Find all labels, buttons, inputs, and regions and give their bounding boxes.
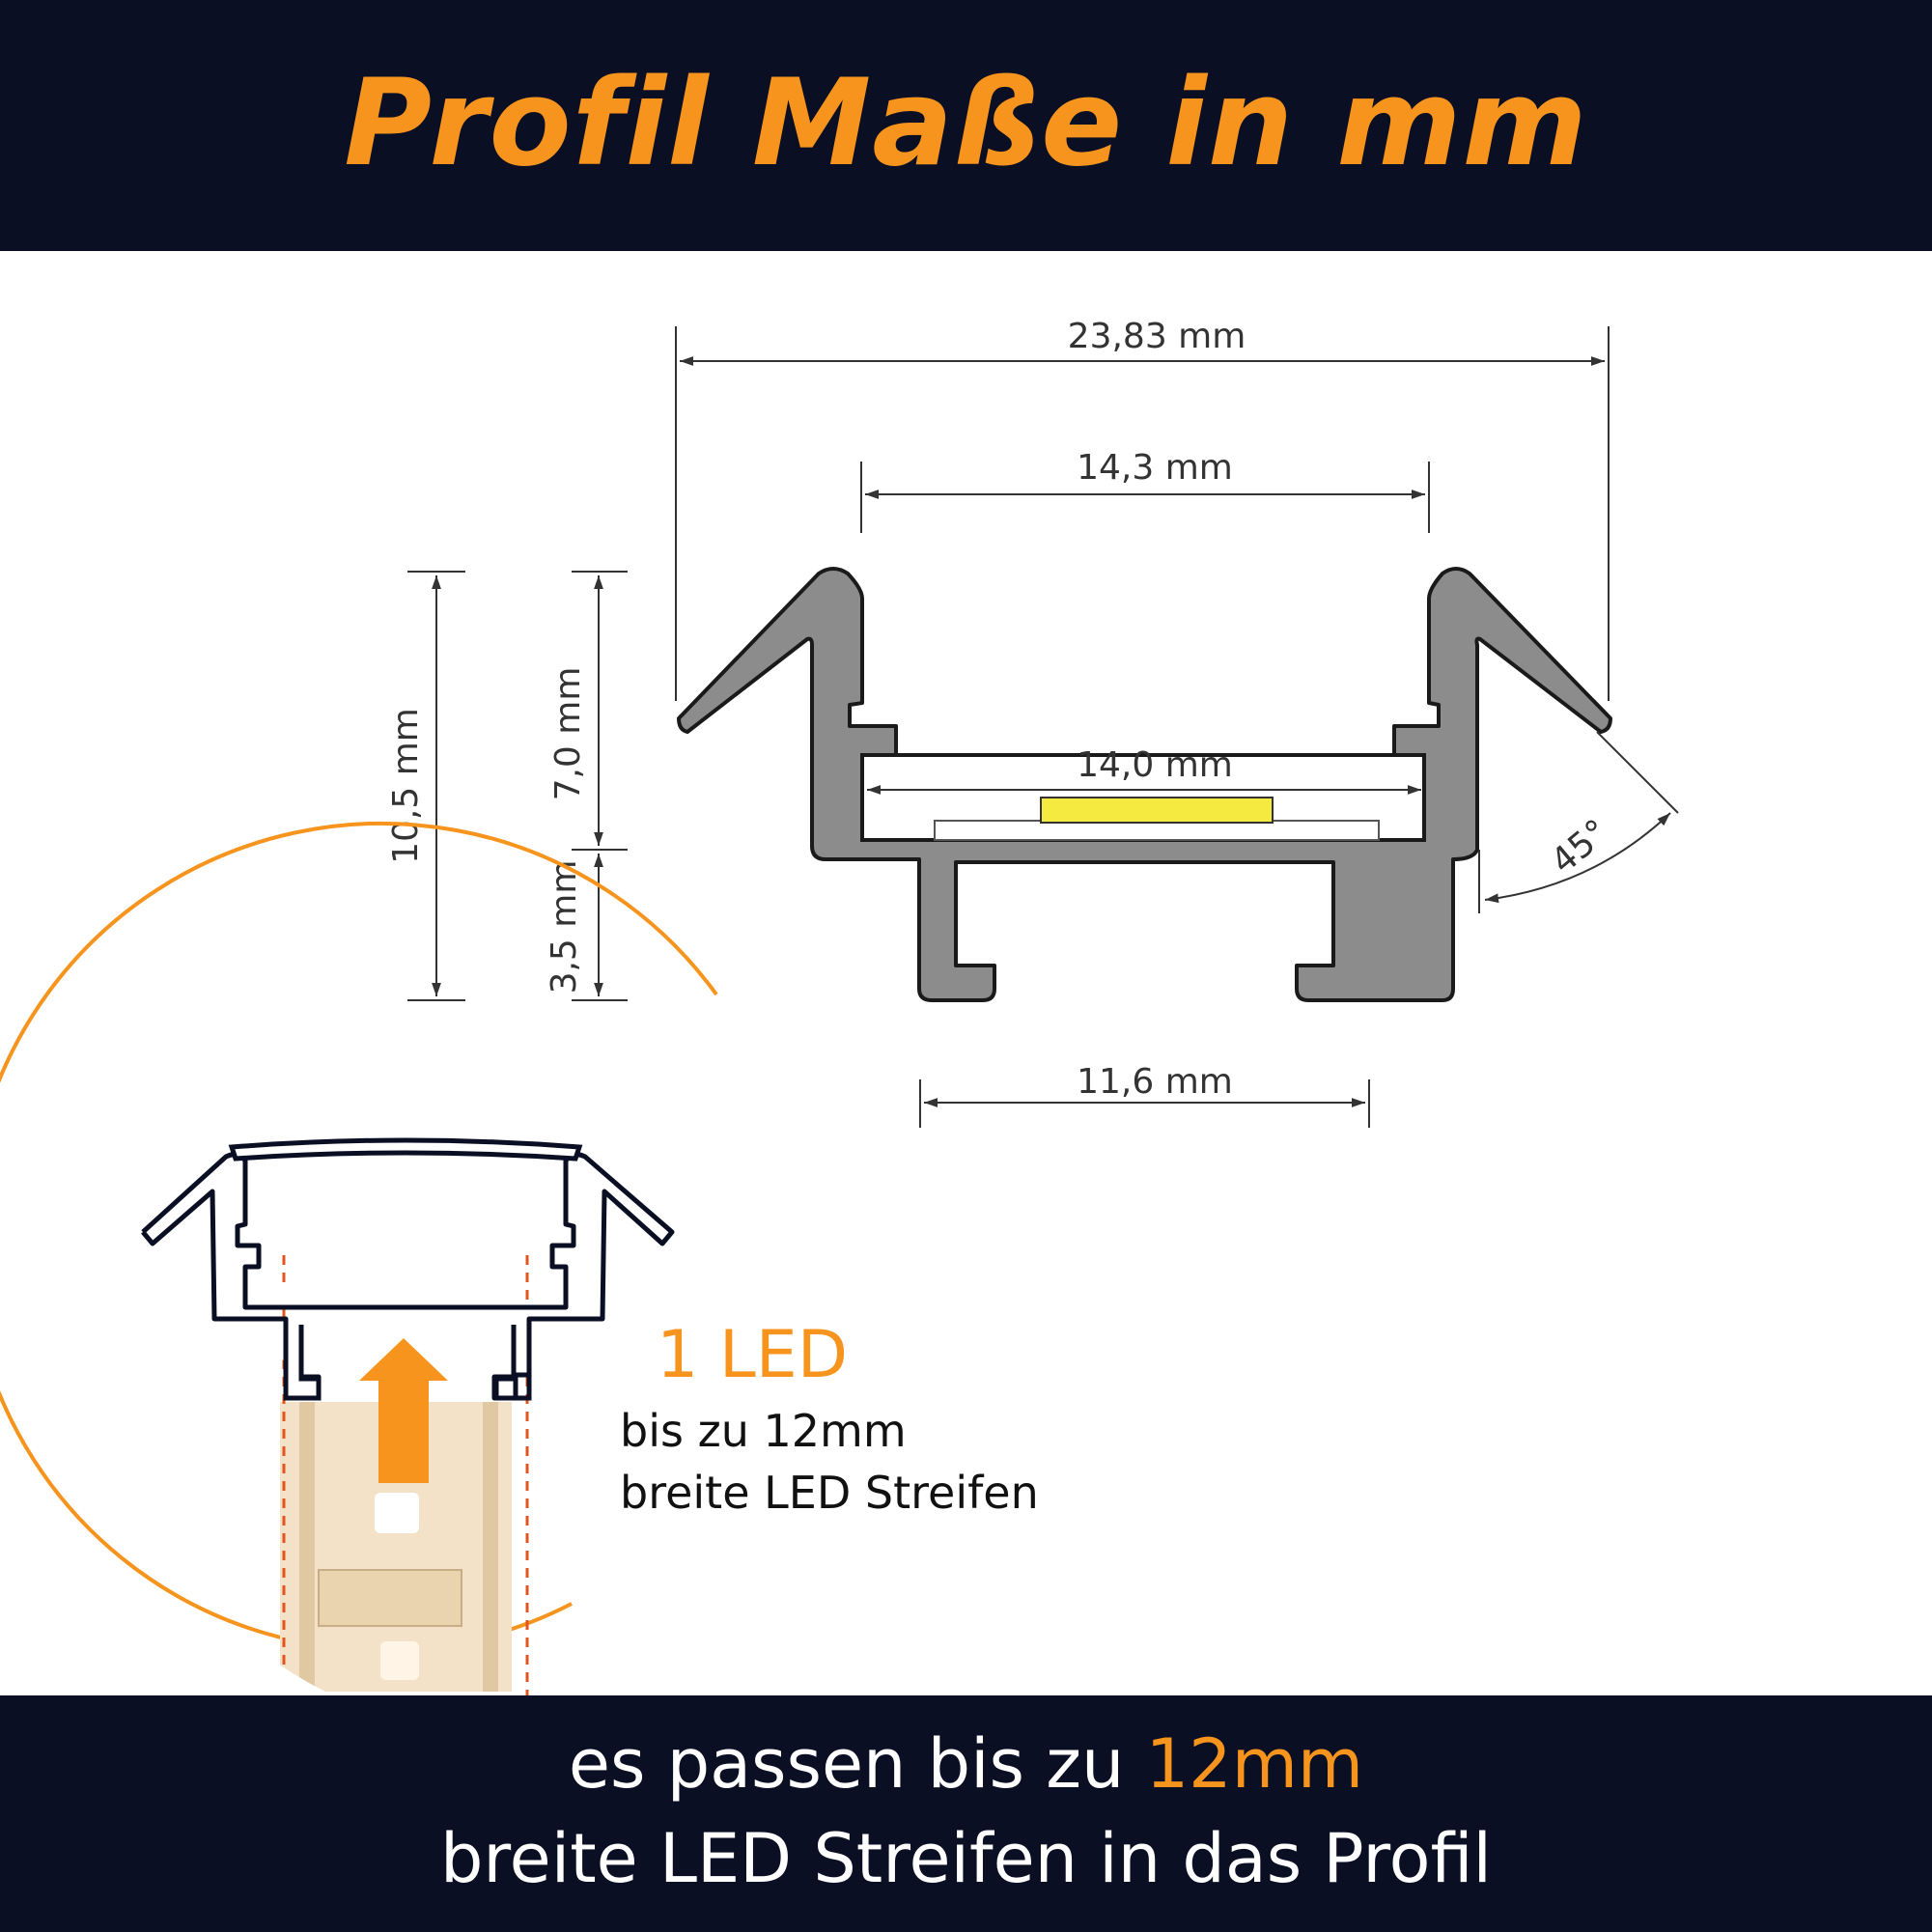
callout-line-2: breite LED Streifen bbox=[620, 1467, 1039, 1519]
dimension-bottom-width: 11,6 mm bbox=[919, 1062, 1370, 1128]
dimension-outer-width: 23,83 mm bbox=[675, 317, 1610, 701]
diffuser-cover bbox=[228, 1137, 583, 1162]
dimension-angle: 45° bbox=[1478, 731, 1679, 913]
footer-banner bbox=[0, 1695, 1932, 1932]
callout-line-1: bis zu 12mm bbox=[620, 1405, 907, 1457]
led-chip-glow bbox=[375, 1493, 419, 1533]
title-banner bbox=[0, 0, 1932, 251]
footer-line-1: es passen bis zu 12mm bbox=[0, 1721, 1932, 1807]
dimension-label: 7,0 mm bbox=[548, 667, 588, 801]
callout-circle-arc bbox=[0, 821, 718, 1652]
dimension-label: 23,83 mm bbox=[1068, 317, 1246, 356]
callout-title: 1 LED bbox=[657, 1317, 848, 1393]
dimension-inner-top-width: 14,3 mm bbox=[860, 448, 1430, 533]
dimension-upper-height: 7,0 mm bbox=[548, 571, 628, 851]
callout-illustration bbox=[0, 821, 718, 1695]
page-title: Profil Maße in mm bbox=[344, 54, 1588, 193]
footer-line-2: breite LED Streifen in das Profil bbox=[440, 1819, 1492, 1898]
footer-line-1-text: es passen bis zu bbox=[568, 1724, 1146, 1804]
dimension-label: 11,6 mm bbox=[1077, 1062, 1233, 1102]
dimension-label: 14,0 mm bbox=[1077, 745, 1233, 785]
dimension-label: 3,5 mm bbox=[545, 860, 584, 994]
dimension-label: 45° bbox=[1544, 812, 1616, 882]
dimension-total-height: 10,5 mm bbox=[386, 571, 465, 1001]
dimension-label: 10,5 mm bbox=[386, 708, 426, 864]
dimension-lower-height: 3,5 mm bbox=[545, 854, 628, 1001]
footer-highlight: 12mm bbox=[1145, 1724, 1364, 1804]
led-chip bbox=[1040, 797, 1274, 824]
dimension-channel-width: 14,0 mm bbox=[867, 745, 1421, 795]
dimension-label: 14,3 mm bbox=[1077, 448, 1233, 488]
